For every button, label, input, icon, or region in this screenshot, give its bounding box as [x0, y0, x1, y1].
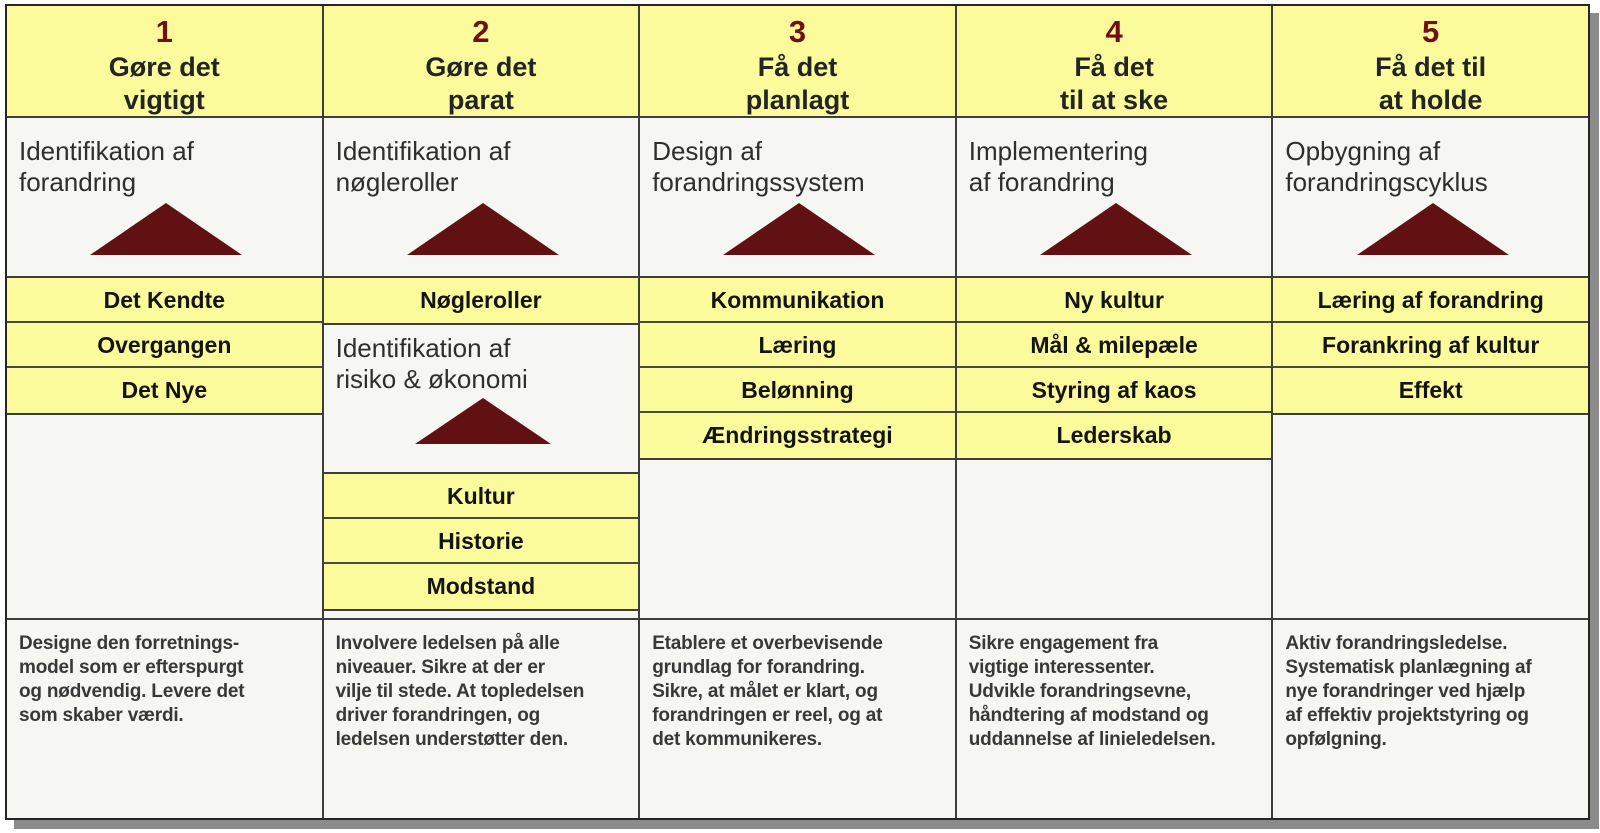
stage-item: Kultur	[323, 474, 639, 519]
stage-5-body: Opbygning af forandringscyklus Læring af…	[1273, 118, 1588, 618]
stage-item: Ændringsstrategi	[640, 413, 955, 458]
stage-item: Læring	[640, 323, 955, 368]
stage-4-title: Få det til at ske	[1060, 52, 1169, 115]
stage-1-intro-block: Identifikation af forandring	[7, 118, 322, 276]
stage-item: Nøgleroller	[323, 278, 639, 323]
stage-column-4: 4 Få det til at ske Implementering af fo…	[956, 6, 1274, 818]
stage-3-intro-block: Design af forandringssystem	[640, 118, 955, 276]
stage-5-items: Læring af forandring Forankring af kultu…	[1273, 276, 1588, 415]
stage-item: Effekt	[1273, 368, 1588, 413]
change-model-table: 1 Gøre det vigtigt Identifikation af for…	[5, 4, 1590, 820]
stage-3-body: Design af forandringssystem Kommunikatio…	[640, 118, 955, 618]
stage-2-number: 2	[472, 14, 490, 49]
stage-5-intro-block: Opbygning af forandringscyklus	[1273, 118, 1588, 276]
stage-4-intro-text: Implementering af forandring	[968, 136, 1148, 197]
stage-4-header: 4 Få det til at ske	[956, 6, 1272, 118]
stage-2-risk-block: Identifikation af risiko & økonomi	[324, 325, 639, 472]
triangle-up-icon	[1040, 203, 1193, 255]
stage-column-3: 3 Få det planlagt Design af forandringss…	[640, 6, 957, 818]
stage-1-intro-text: Identifikation af forandring	[19, 136, 194, 197]
stage-item: Forankring af kultur	[1273, 323, 1588, 368]
stage-4-items: Ny kultur Mål & milepæle Styring af kaos…	[956, 276, 1272, 460]
stage-2-risk-text: Identifikation af risiko & økonomi	[335, 333, 528, 394]
stage-2-secondary-items: Kultur Historie Modstand	[323, 472, 639, 611]
stage-item: Styring af kaos	[956, 368, 1272, 413]
stage-1-number: 1	[155, 14, 173, 49]
stage-3-intro-text: Design af forandringssystem	[652, 136, 865, 197]
stage-1-body: Identifikation af forandring Det Kendte …	[7, 118, 322, 618]
stage-2-items: Nøgleroller	[323, 276, 639, 325]
stage-column-2: 2 Gøre det parat Identifikation af nøgle…	[323, 6, 641, 818]
stage-item: Overgangen	[7, 323, 322, 368]
stage-1-items: Det Kendte Overgangen Det Nye	[7, 276, 322, 415]
stage-item: Kommunikation	[640, 278, 955, 323]
triangle-up-icon	[406, 203, 559, 255]
stage-item: Modstand	[323, 564, 639, 609]
triangle-up-icon	[723, 203, 876, 255]
stage-item: Historie	[323, 519, 639, 564]
triangle-up-icon	[90, 203, 243, 255]
stage-1-description: Designe den forretnings- model som er ef…	[7, 618, 322, 818]
stage-3-header: 3 Få det planlagt	[640, 6, 955, 118]
stage-column-5: 5 Få det til at holde Opbygning af foran…	[1273, 6, 1588, 818]
stage-5-description: Aktiv forandringsledelse. Systematisk pl…	[1273, 618, 1588, 818]
stage-4-number: 4	[1105, 14, 1123, 49]
stage-2-body: Identifikation af nøgleroller Nøglerolle…	[323, 118, 639, 618]
stage-4-description: Sikre engagement fra vigtige interessent…	[956, 618, 1272, 818]
stage-1-title: Gøre det vigtigt	[108, 52, 220, 115]
stage-3-title: Få det planlagt	[745, 52, 850, 115]
stage-5-title: Få det til at holde	[1375, 52, 1487, 115]
stage-3-description: Etablere et overbevisende grundlag for f…	[640, 618, 955, 818]
stage-column-1: 1 Gøre det vigtigt Identifikation af for…	[7, 6, 324, 818]
stage-1-header: 1 Gøre det vigtigt	[7, 6, 322, 118]
stage-item: Læring af forandring	[1273, 278, 1588, 323]
stage-2-description: Involvere ledelsen på alle niveauer. Sik…	[323, 618, 639, 818]
stage-2-header: 2 Gøre det parat	[323, 6, 639, 118]
stage-item: Lederskab	[956, 413, 1272, 458]
stage-5-number: 5	[1422, 14, 1440, 49]
stage-item: Det Kendte	[7, 278, 322, 323]
stage-3-number: 3	[788, 14, 807, 49]
stage-4-body: Implementering af forandring Ny kultur M…	[956, 118, 1272, 618]
stage-2-intro-text: Identifikation af nøgleroller	[335, 136, 511, 197]
stage-item: Ny kultur	[956, 278, 1272, 323]
stage-item: Det Nye	[7, 368, 322, 413]
triangle-up-icon	[1356, 203, 1509, 255]
stage-2-intro-block: Identifikation af nøgleroller	[324, 118, 639, 276]
stage-item: Mål & milepæle	[956, 323, 1272, 368]
stage-item: Belønning	[640, 368, 955, 413]
stage-2-title: Gøre det parat	[425, 52, 537, 115]
triangle-up-icon	[414, 398, 551, 444]
stage-3-items: Kommunikation Læring Belønning Ændringss…	[640, 276, 955, 460]
stage-4-intro-block: Implementering af forandring	[957, 118, 1272, 276]
stage-5-header: 5 Få det til at holde	[1273, 6, 1588, 118]
stage-5-intro-text: Opbygning af forandringscyklus	[1285, 136, 1488, 197]
